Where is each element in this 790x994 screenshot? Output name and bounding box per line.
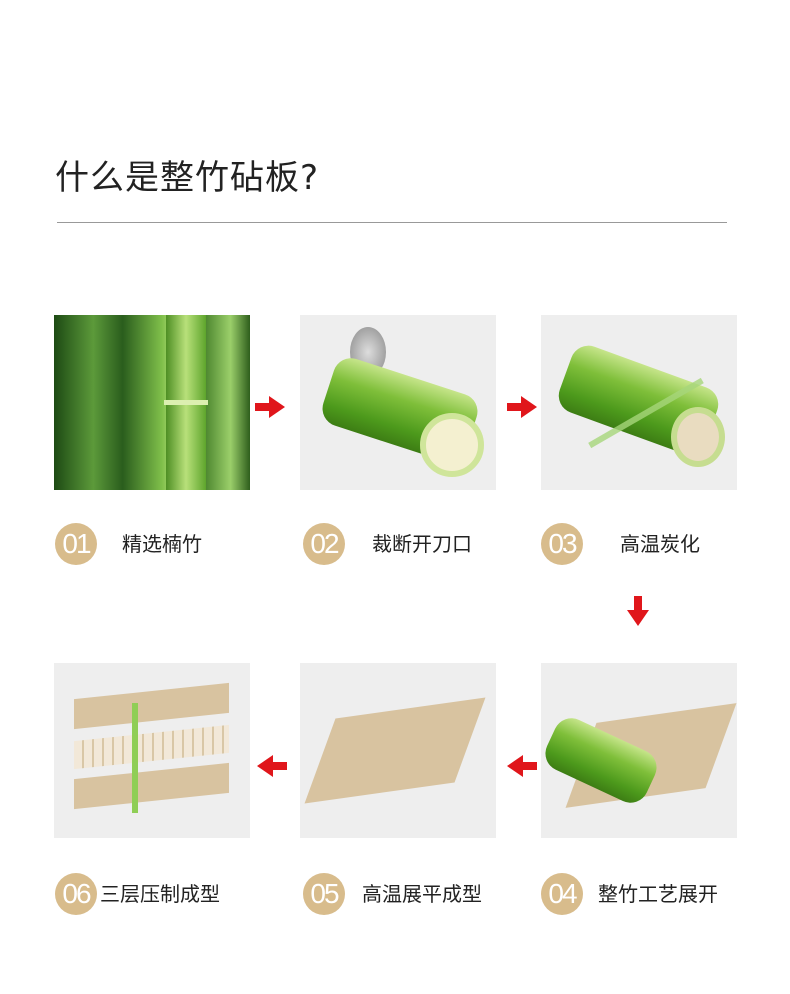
press-arrow-icon (132, 703, 138, 813)
step-label-04: 整竹工艺展开 (598, 882, 718, 906)
step-badge-06: 06 (55, 873, 97, 915)
step-01-image-bamboo-forest (54, 315, 250, 490)
tube-opening (420, 413, 484, 477)
step-06-image-pressing (54, 663, 250, 838)
page-title: 什么是整竹砧板? (55, 158, 320, 198)
top-layer (74, 682, 229, 730)
step-02-image-cutting (300, 315, 496, 490)
step-04-image-unfolding (541, 663, 737, 838)
step-label-06: 三层压制成型 (100, 882, 220, 906)
title-divider (57, 222, 727, 223)
step-label-03: 高温炭化 (620, 532, 700, 556)
middle-layer (74, 724, 229, 770)
arrow-left-icon (257, 755, 287, 777)
step-badge-01: 01 (55, 523, 97, 565)
arrow-left-icon (507, 755, 537, 777)
step-label-02: 裁断开刀口 (372, 532, 472, 556)
step-badge-05: 05 (303, 873, 345, 915)
bottom-layer (74, 762, 229, 810)
tube-opening (671, 407, 725, 467)
bamboo-node (164, 400, 208, 405)
arrow-right-icon (255, 396, 285, 418)
step-label-01: 精选楠竹 (122, 532, 202, 556)
step-badge-02: 02 (303, 523, 345, 565)
step-label-05: 高温展平成型 (362, 882, 482, 906)
step-05-image-flattened-board (300, 663, 496, 838)
arrow-down-icon (627, 596, 649, 626)
arrow-right-icon (507, 396, 537, 418)
step-badge-04: 04 (541, 873, 583, 915)
flat-board (304, 697, 486, 804)
step-badge-03: 03 (541, 523, 583, 565)
step-03-image-carbonizing (541, 315, 737, 490)
